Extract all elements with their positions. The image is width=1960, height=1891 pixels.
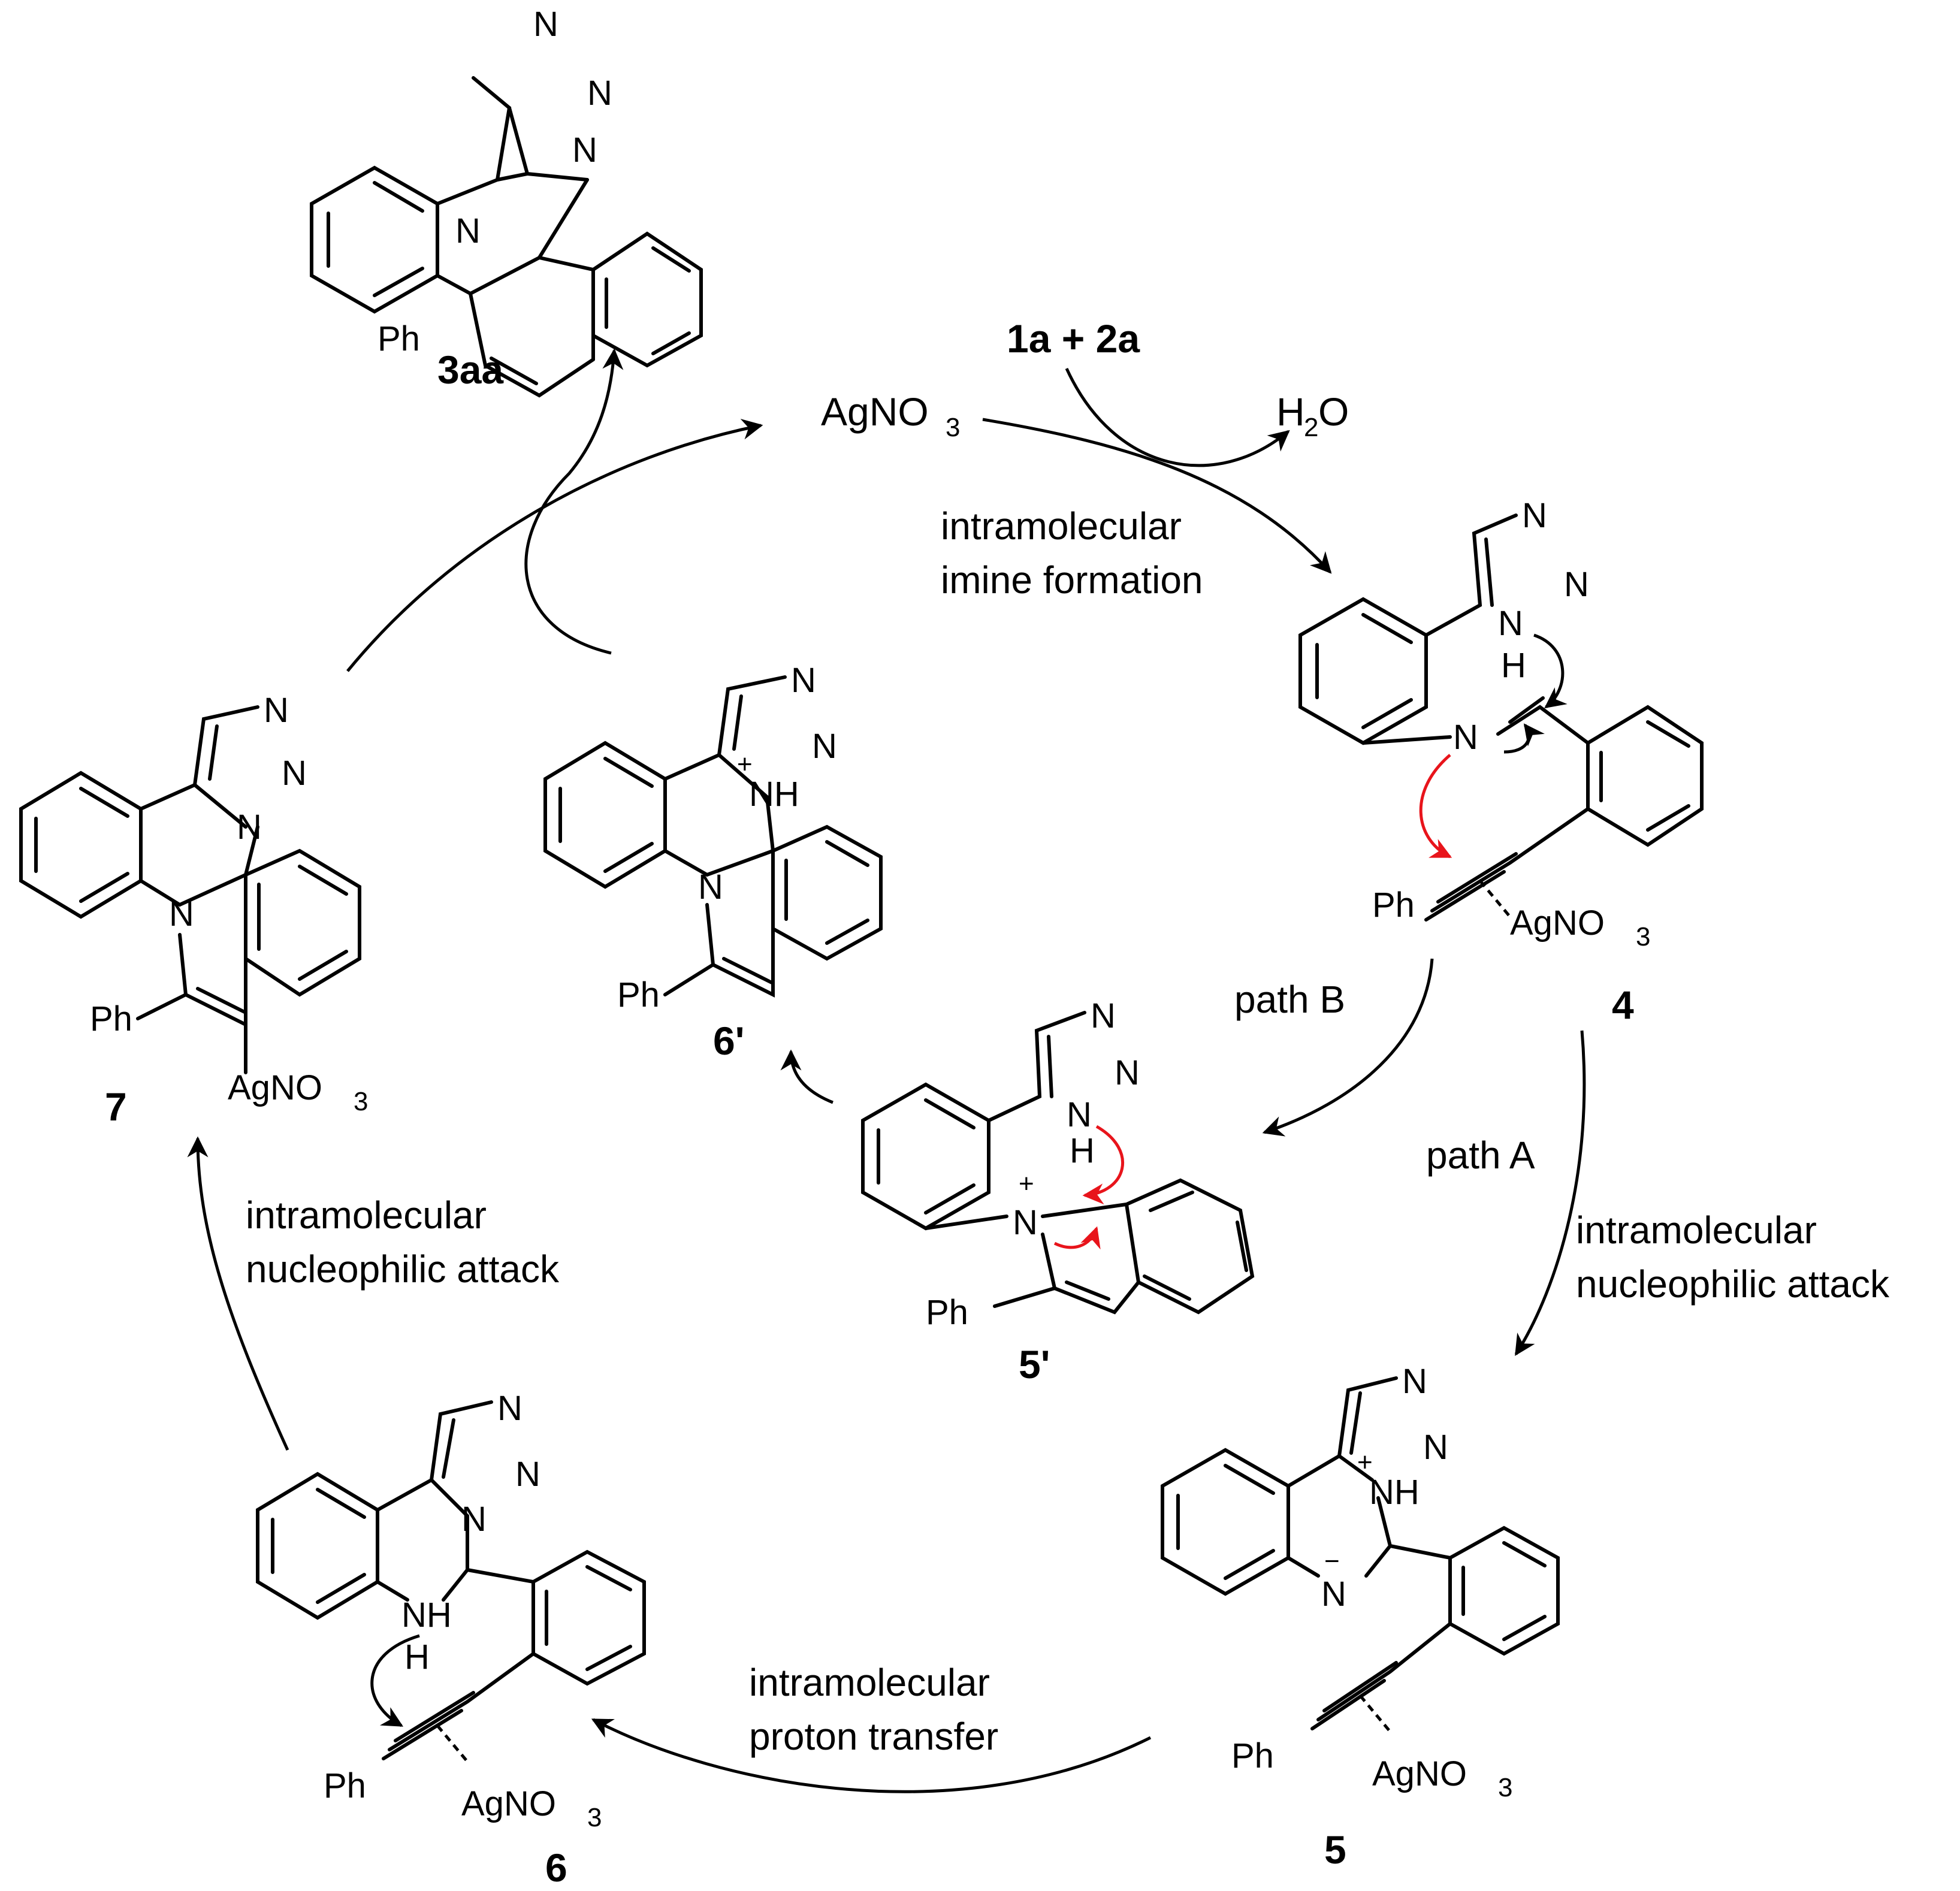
caption-imine-2: imine formation: [941, 558, 1203, 602]
arrow-water-release: [1065, 367, 1290, 467]
reagent-1a-2a: 1a + 2a: [1007, 316, 1140, 361]
atom-agno-sub: 3: [1636, 922, 1650, 951]
arrow-red-nucleophile: [1419, 754, 1452, 859]
atom-n: N: [1402, 1362, 1427, 1401]
caption-path-b: path B: [1234, 978, 1345, 1021]
atom-n: N: [169, 895, 194, 934]
atom-n: N: [1498, 604, 1523, 643]
caption-nuc-a-2: nucleophilic attack: [1576, 1262, 1890, 1306]
label-6: 6: [545, 1845, 567, 1890]
water-label: H 2 O: [1276, 389, 1349, 442]
atom-ph: Ph: [1231, 1736, 1274, 1775]
charge-minus: −: [1324, 1546, 1340, 1576]
atom-nh: NH: [401, 1596, 452, 1635]
label-6prime: 6': [713, 1019, 744, 1063]
caption-proton-2: proton transfer: [749, 1715, 998, 1758]
arrow-red-iminium: [1053, 1226, 1101, 1250]
atom-ph: Ph: [1372, 886, 1415, 925]
arrow-proton-transfer: [591, 1718, 1152, 1793]
atom-n: N: [1423, 1428, 1448, 1467]
caption-proton-1: intramolecular: [749, 1661, 990, 1704]
water-o: O: [1318, 389, 1349, 434]
atom-n: N: [587, 74, 612, 113]
compound-4: N N N H N Ph AgNO 3 4: [1298, 496, 1704, 1027]
catalyst-sub: 3: [946, 413, 960, 442]
atom-n: N: [264, 691, 289, 730]
atom-n: N: [282, 754, 307, 793]
compound-6prime: N N NH + N Ph 6': [543, 661, 883, 1063]
label-4: 4: [1612, 983, 1634, 1027]
atom-n: N: [1067, 1095, 1092, 1134]
atom-h: H: [1501, 646, 1526, 685]
atom-n: N: [455, 212, 481, 250]
arrow-curly-h: [1533, 633, 1568, 709]
water-sub: 2: [1304, 413, 1318, 442]
compound-7: N N N N Ph AgNO 3 7: [19, 691, 368, 1129]
atom-ph: Ph: [90, 999, 132, 1038]
atom-ph: Ph: [324, 1766, 366, 1805]
compound-3aa: N N N N Ph 3aa: [310, 5, 703, 398]
atom-nh: NH: [749, 775, 799, 814]
atom-n: N: [1522, 496, 1547, 535]
atom-n-plus: N: [1013, 1203, 1038, 1242]
atom-ph: Ph: [926, 1293, 968, 1332]
label-5prime: 5': [1019, 1342, 1050, 1386]
caption-nuc-a-1: intramolecular: [1576, 1209, 1817, 1252]
catalyst-agno: AgNO: [821, 389, 929, 434]
label-5: 5: [1324, 1827, 1346, 1872]
atom-h: H: [404, 1638, 430, 1676]
atom-n: N: [1115, 1053, 1140, 1092]
atom-n: N: [572, 131, 597, 170]
atom-agno: AgNO: [228, 1068, 322, 1107]
caption-imine-1: intramolecular: [941, 505, 1182, 548]
arrow-path-b: [1262, 958, 1434, 1137]
catalyst-label: AgNO 3: [821, 389, 960, 442]
arrow-regenerate-agno3: [346, 419, 763, 672]
atom-nh: NH: [1369, 1473, 1420, 1512]
atom-n: N: [497, 1389, 523, 1428]
atom-n-minus: N: [1321, 1575, 1346, 1614]
atom-h: H: [1070, 1131, 1095, 1170]
atom-n: N: [812, 727, 837, 766]
compound-5: N N NH + N − Ph AgNO 3 5: [1161, 1362, 1560, 1872]
atom-ph: Ph: [617, 975, 660, 1014]
atom-agno: AgNO: [1372, 1754, 1467, 1793]
label-7: 7: [105, 1085, 127, 1129]
arrow-curly-n: [1503, 723, 1545, 754]
atom-agno: AgNO: [1510, 904, 1605, 943]
arrow-5p-to-6p: [780, 1049, 833, 1104]
atom-agno-sub: 3: [1498, 1773, 1512, 1802]
atom-n: N: [791, 661, 816, 700]
atom-agno-sub: 3: [587, 1803, 602, 1832]
arrow-path-a: [1514, 1030, 1586, 1356]
arrow-red-nh: [1082, 1125, 1124, 1205]
atom-n: N: [1564, 565, 1589, 604]
atom-n: N: [1091, 996, 1116, 1035]
charge-plus: +: [1019, 1169, 1034, 1198]
atom-n-imine: N: [1453, 718, 1478, 757]
arrow-nucleophilic-7: [187, 1136, 289, 1451]
atom-n: N: [461, 1500, 487, 1539]
atom-n: N: [533, 5, 558, 44]
arrow-to-3aa: [524, 348, 624, 655]
charge-plus: +: [737, 750, 753, 779]
atom-n: N: [698, 868, 723, 907]
caption-path-a: path A: [1426, 1134, 1535, 1177]
water-h: H: [1276, 389, 1305, 434]
label-3aa: 3aa: [437, 348, 504, 392]
caption-nuc-b-2: nucleophilic attack: [246, 1247, 560, 1291]
atom-n: N: [515, 1455, 540, 1494]
arrow-imine-formation: [982, 418, 1332, 574]
atom-n: N: [237, 808, 262, 847]
atom-agno-sub: 3: [354, 1087, 368, 1116]
atom-ph: Ph: [377, 319, 420, 358]
charge-plus: +: [1357, 1448, 1373, 1477]
compound-6: N N N NH H Ph AgNO 3 6: [256, 1389, 646, 1890]
compound-5prime: N N N H N + Ph 5': [861, 996, 1255, 1386]
caption-nuc-b-1: intramolecular: [246, 1194, 487, 1237]
arrow-curly-nh: [370, 1634, 420, 1727]
atom-agno: AgNO: [461, 1784, 556, 1823]
